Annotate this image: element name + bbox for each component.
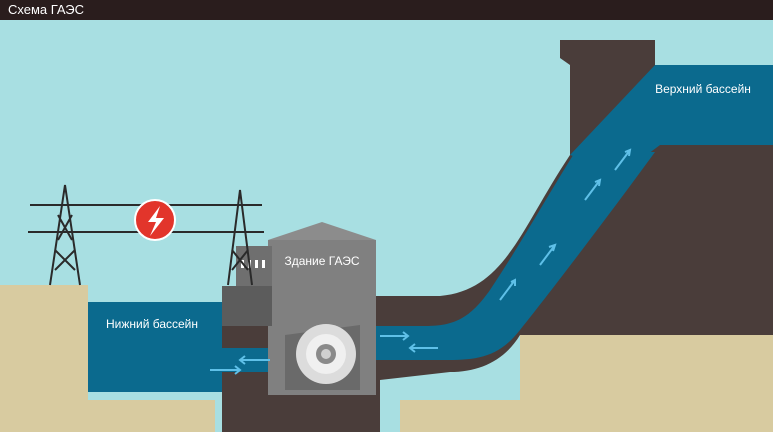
lower-reservoir [88, 302, 300, 392]
ground-right [400, 335, 773, 432]
lower-reservoir-label: Нижний бассейн [106, 317, 198, 331]
ground-left [0, 285, 215, 432]
turbine-axle [321, 349, 331, 359]
transmission-tower-right [218, 189, 264, 286]
annex-window [262, 260, 265, 268]
station-building-label: Здание ГАЭС [285, 254, 360, 268]
annex-window [255, 260, 258, 268]
transmission-tower-left [28, 184, 102, 286]
flow-arrows [210, 148, 632, 375]
station-roof [268, 222, 376, 240]
station-base [222, 286, 272, 326]
upper-reservoir [570, 65, 773, 160]
title-bar: Схема ГАЭС [0, 0, 773, 20]
diagram-title: Схема ГАЭС [8, 2, 85, 17]
upper-reservoir-label: Верхний бассейн [655, 82, 751, 96]
lightning-bolt-icon [148, 206, 164, 236]
penstock-pipe [355, 152, 655, 361]
